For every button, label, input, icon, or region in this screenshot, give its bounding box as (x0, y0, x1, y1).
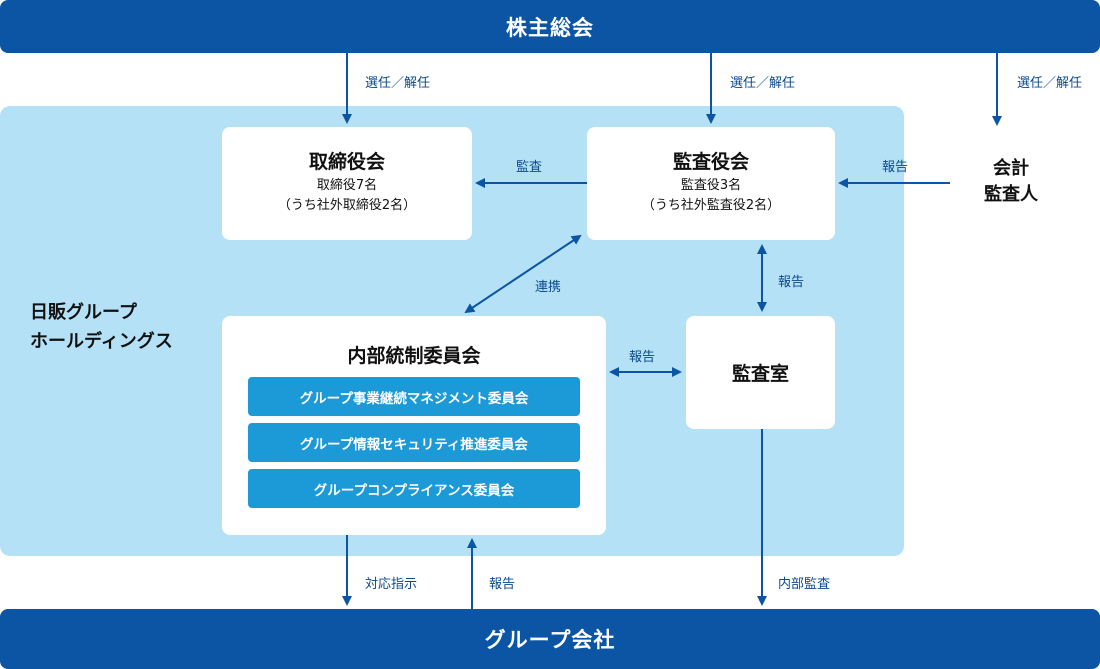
auditor-report-label: 報告 (882, 160, 909, 175)
board-members: 取締役7名 (316, 178, 378, 193)
committee-label: グループ情報セキュリティ推進委員会 (300, 436, 528, 453)
audit-board-box: 監査役会 監査役3名 （うち社外監査役2名） (587, 127, 835, 240)
internal-audit-label: 内部監査 (778, 577, 831, 592)
committee-information-security: グループ情報セキュリティ推進委員会 (248, 423, 580, 462)
company-name-line1: 日販グループ (30, 302, 137, 323)
elect-dismiss-label-audit-board: 選任／解任 (730, 76, 796, 91)
audit-office-report-label: 報告 (778, 275, 805, 290)
group-companies-bar: グループ会社 (0, 609, 1100, 669)
audit-office-title: 監査室 (731, 363, 789, 385)
company-name: 日販グループ ホールディングス (30, 298, 173, 356)
elect-dismiss-label-auditor: 選任／解任 (1017, 76, 1083, 91)
internal-control-report-label: 報告 (629, 350, 656, 365)
external-auditor: 会計 監査人 (984, 156, 1038, 208)
group-companies-label: グループ会社 (484, 628, 616, 652)
group-report-label: 報告 (489, 577, 516, 592)
audit-board-members: 監査役3名 (680, 178, 742, 193)
committee-business-continuity: グループ事業継続マネジメント委員会 (248, 377, 580, 416)
audit-board-outside-members: （うち社外監査役2名） (641, 198, 781, 213)
audit-board-title: 監査役会 (672, 151, 749, 173)
committee-label: グループ事業継続マネジメント委員会 (299, 390, 529, 407)
board-outside-members: （うち社外取締役2名） (277, 198, 417, 213)
arrow-cooperation (464, 234, 582, 314)
elect-dismiss-label-board: 選任／解任 (365, 76, 431, 91)
committee-compliance: グループコンプライアンス委員会 (248, 469, 580, 508)
committee-label: グループコンプライアンス委員会 (313, 482, 515, 499)
audit-label: 監査 (516, 160, 543, 175)
audit-office-box: 監査室 (686, 316, 835, 429)
company-name-line2: ホールディングス (30, 331, 173, 352)
external-auditor-line2: 監査人 (984, 184, 1038, 205)
board-of-directors-box: 取締役会 取締役7名 （うち社外取締役2名） (222, 127, 472, 240)
shareholders-meeting-bar: 株主総会 (0, 0, 1100, 53)
internal-control-title: 内部統制委員会 (347, 345, 481, 367)
instruction-label: 対応指示 (365, 577, 418, 592)
external-auditor-line1: 会計 (993, 158, 1029, 179)
board-title: 取締役会 (308, 151, 385, 173)
shareholders-meeting-label: 株主総会 (506, 15, 594, 40)
